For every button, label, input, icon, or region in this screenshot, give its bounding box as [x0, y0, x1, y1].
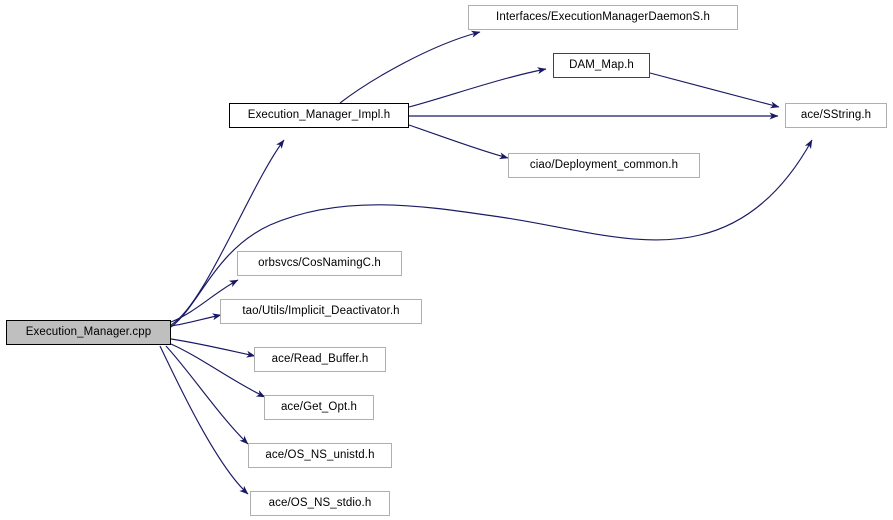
edge-execution-manager-cpp-to-tao-utils-implicit-deactivator-h — [170, 313, 222, 327]
node-label: Execution_Manager.cpp — [25, 325, 152, 338]
node-label: Execution_Manager_Impl.h — [247, 108, 391, 121]
edge-execution-manager-impl-h-to-dam-map-h — [408, 67, 547, 108]
node-ciao-deployment-common-h[interactable]: ciao/Deployment_common.h — [508, 153, 700, 178]
node-label: ace/Get_Opt.h — [280, 400, 358, 413]
node-ace-get-opt-h[interactable]: ace/Get_Opt.h — [264, 395, 374, 420]
node-label: ace/OS_NS_unistd.h — [265, 448, 375, 461]
edge-execution-manager-impl-h-to-interfaces-executionmanagerdaemons-h — [339, 30, 481, 104]
edge-execution-manager-cpp-to-ace-os-ns-stdio-h — [159, 345, 249, 495]
edge-execution-manager-cpp-to-ace-read-buffer-h — [170, 338, 256, 358]
node-label: Interfaces/ExecutionManagerDaemonS.h — [496, 10, 710, 23]
node-ace-sstring-h[interactable]: ace/SString.h — [785, 103, 887, 128]
edge-execution-manager-cpp-to-ace-get-opt-h — [170, 343, 266, 398]
node-interfaces-executionmanagerdaemons-h[interactable]: Interfaces/ExecutionManagerDaemonS.h — [468, 5, 738, 30]
node-label: tao/Utils/Implicit_Deactivator.h — [242, 304, 400, 317]
node-ace-read-buffer-h[interactable]: ace/Read_Buffer.h — [254, 347, 386, 372]
node-label: ace/SString.h — [800, 108, 872, 121]
node-label: ace/Read_Buffer.h — [271, 352, 369, 365]
node-dam-map-h[interactable]: DAM_Map.h — [553, 53, 650, 78]
node-execution-manager-impl-h[interactable]: Execution_Manager_Impl.h — [229, 103, 409, 128]
node-label: orbsvcs/CosNamingC.h — [258, 256, 381, 269]
node-orbsvcs-cosnamingc-h[interactable]: orbsvcs/CosNamingC.h — [237, 251, 402, 276]
node-label: ace/OS_NS_stdio.h — [268, 496, 372, 509]
edge-execution-manager-cpp-to-execution-manager-impl-h — [170, 139, 285, 326]
node-ace-os-ns-stdio-h[interactable]: ace/OS_NS_stdio.h — [250, 491, 390, 516]
edge-dam-map-h-to-ace-sstring-h — [649, 72, 780, 109]
node-execution-manager-cpp[interactable]: Execution_Manager.cpp — [6, 320, 171, 345]
edge-execution-manager-impl-h-to-ciao-deployment-common-h — [408, 124, 509, 160]
node-ace-os-ns-unistd-h[interactable]: ace/OS_NS_unistd.h — [248, 443, 392, 468]
node-label: DAM_Map.h — [569, 58, 634, 71]
node-label: ciao/Deployment_common.h — [529, 158, 679, 171]
edge-execution-manager-cpp-to-ace-os-ns-unistd-h — [165, 345, 249, 445]
node-tao-utils-implicit-deactivator-h[interactable]: tao/Utils/Implicit_Deactivator.h — [220, 299, 422, 324]
